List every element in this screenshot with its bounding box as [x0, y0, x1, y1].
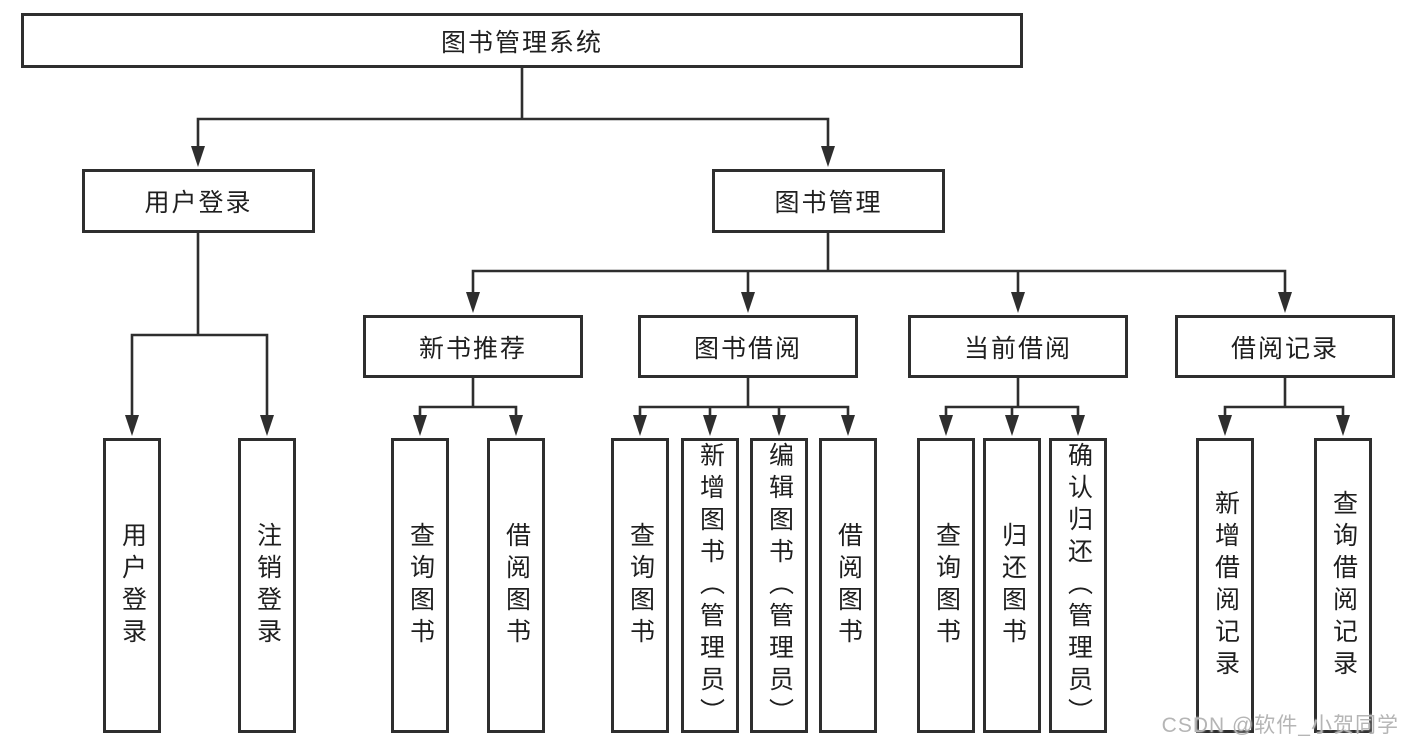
leaf-user-login: 用户登录 — [103, 438, 161, 733]
node-book-borrow: 图书借阅 — [638, 315, 858, 378]
connector-records-split — [1223, 378, 1345, 418]
leaf-newbook-borrow: 借阅图书 — [487, 438, 545, 733]
connector-user-branch — [130, 333, 269, 418]
leaf-current-confirm-admin: 确认归还（管理员） — [1049, 438, 1107, 733]
leaf-user-logout: 注销登录 — [238, 438, 296, 733]
leaf-current-query: 查询图书 — [917, 438, 975, 733]
arrowheads — [125, 146, 1350, 436]
node-user-login: 用户登录 — [82, 169, 315, 233]
leaf-borrow-add-admin: 新增图书（管理员） — [681, 438, 739, 733]
leaf-borrow-borrow: 借阅图书 — [819, 438, 877, 733]
node-root: 图书管理系统 — [21, 13, 1023, 68]
leaf-borrow-query: 查询图书 — [611, 438, 669, 733]
node-book-management: 图书管理 — [712, 169, 945, 233]
node-new-book-recommend: 新书推荐 — [363, 315, 583, 378]
leaf-records-add: 新增借阅记录 — [1196, 438, 1254, 733]
connector-borrow-split — [638, 378, 850, 418]
connector-newbook-split — [418, 378, 518, 418]
leaf-borrow-edit-admin: 编辑图书（管理员） — [750, 438, 808, 733]
leaf-newbook-query: 查询图书 — [391, 438, 449, 733]
connector-current-split — [944, 378, 1080, 418]
node-current-borrow: 当前借阅 — [908, 315, 1128, 378]
node-borrow-records: 借阅记录 — [1175, 315, 1395, 378]
csdn-watermark: CSDN @软件_小贺同学 — [1161, 714, 1399, 737]
connector-l2-branch — [196, 117, 830, 150]
connector-l3-branch — [471, 269, 1287, 295]
leaf-records-query: 查询借阅记录 — [1314, 438, 1372, 733]
leaf-current-return: 归还图书 — [983, 438, 1041, 733]
